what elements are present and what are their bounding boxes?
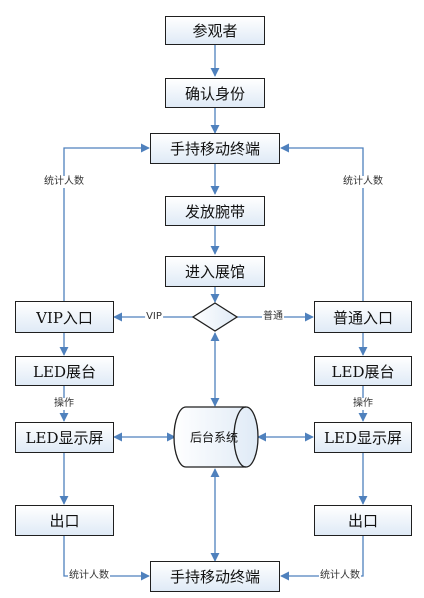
node-visitor: 参观者 [165, 16, 265, 45]
node-backend-system: 后台系统 [189, 430, 239, 445]
edge-vip-to-handheld-top [63, 143, 150, 301]
node-handheld-terminal-bottom: 手持移动终端 [150, 561, 280, 592]
node-led-stand-right: LED展台 [314, 356, 412, 386]
node-vip-entrance: VIP入口 [15, 301, 114, 333]
label-normal-branch: 普通 [262, 311, 284, 323]
label-count-bottom-left: 统计人数 [68, 570, 110, 582]
node-exit-right: 出口 [314, 505, 412, 536]
edge-normal-to-handheld-top [280, 143, 364, 301]
decision-diamond [191, 302, 239, 332]
label-count-bottom-right: 统计人数 [319, 570, 361, 582]
node-normal-entrance: 普通入口 [314, 301, 412, 333]
node-confirm-identity: 确认身份 [165, 78, 265, 108]
node-led-screen-left: LED显示屏 [15, 422, 114, 453]
node-enter-hall: 进入展馆 [165, 256, 265, 287]
label-count-top-left: 统计人数 [43, 176, 85, 188]
node-issue-wristband: 发放腕带 [165, 196, 265, 226]
label-vip-branch: VIP [145, 311, 163, 323]
edge-exit-right-to-handheld-bottom [280, 536, 364, 581]
label-operate-right: 操作 [352, 398, 374, 410]
node-handheld-terminal-top: 手持移动终端 [150, 133, 280, 164]
node-led-screen-right: LED显示屏 [314, 422, 412, 453]
node-exit-left: 出口 [15, 505, 114, 536]
node-led-stand-left: LED展台 [15, 356, 114, 386]
label-operate-left: 操作 [53, 398, 75, 410]
label-count-top-right: 统计人数 [342, 176, 384, 188]
backend-cylinder [173, 406, 259, 468]
edge-exit-left-to-handheld-bottom [63, 536, 150, 581]
